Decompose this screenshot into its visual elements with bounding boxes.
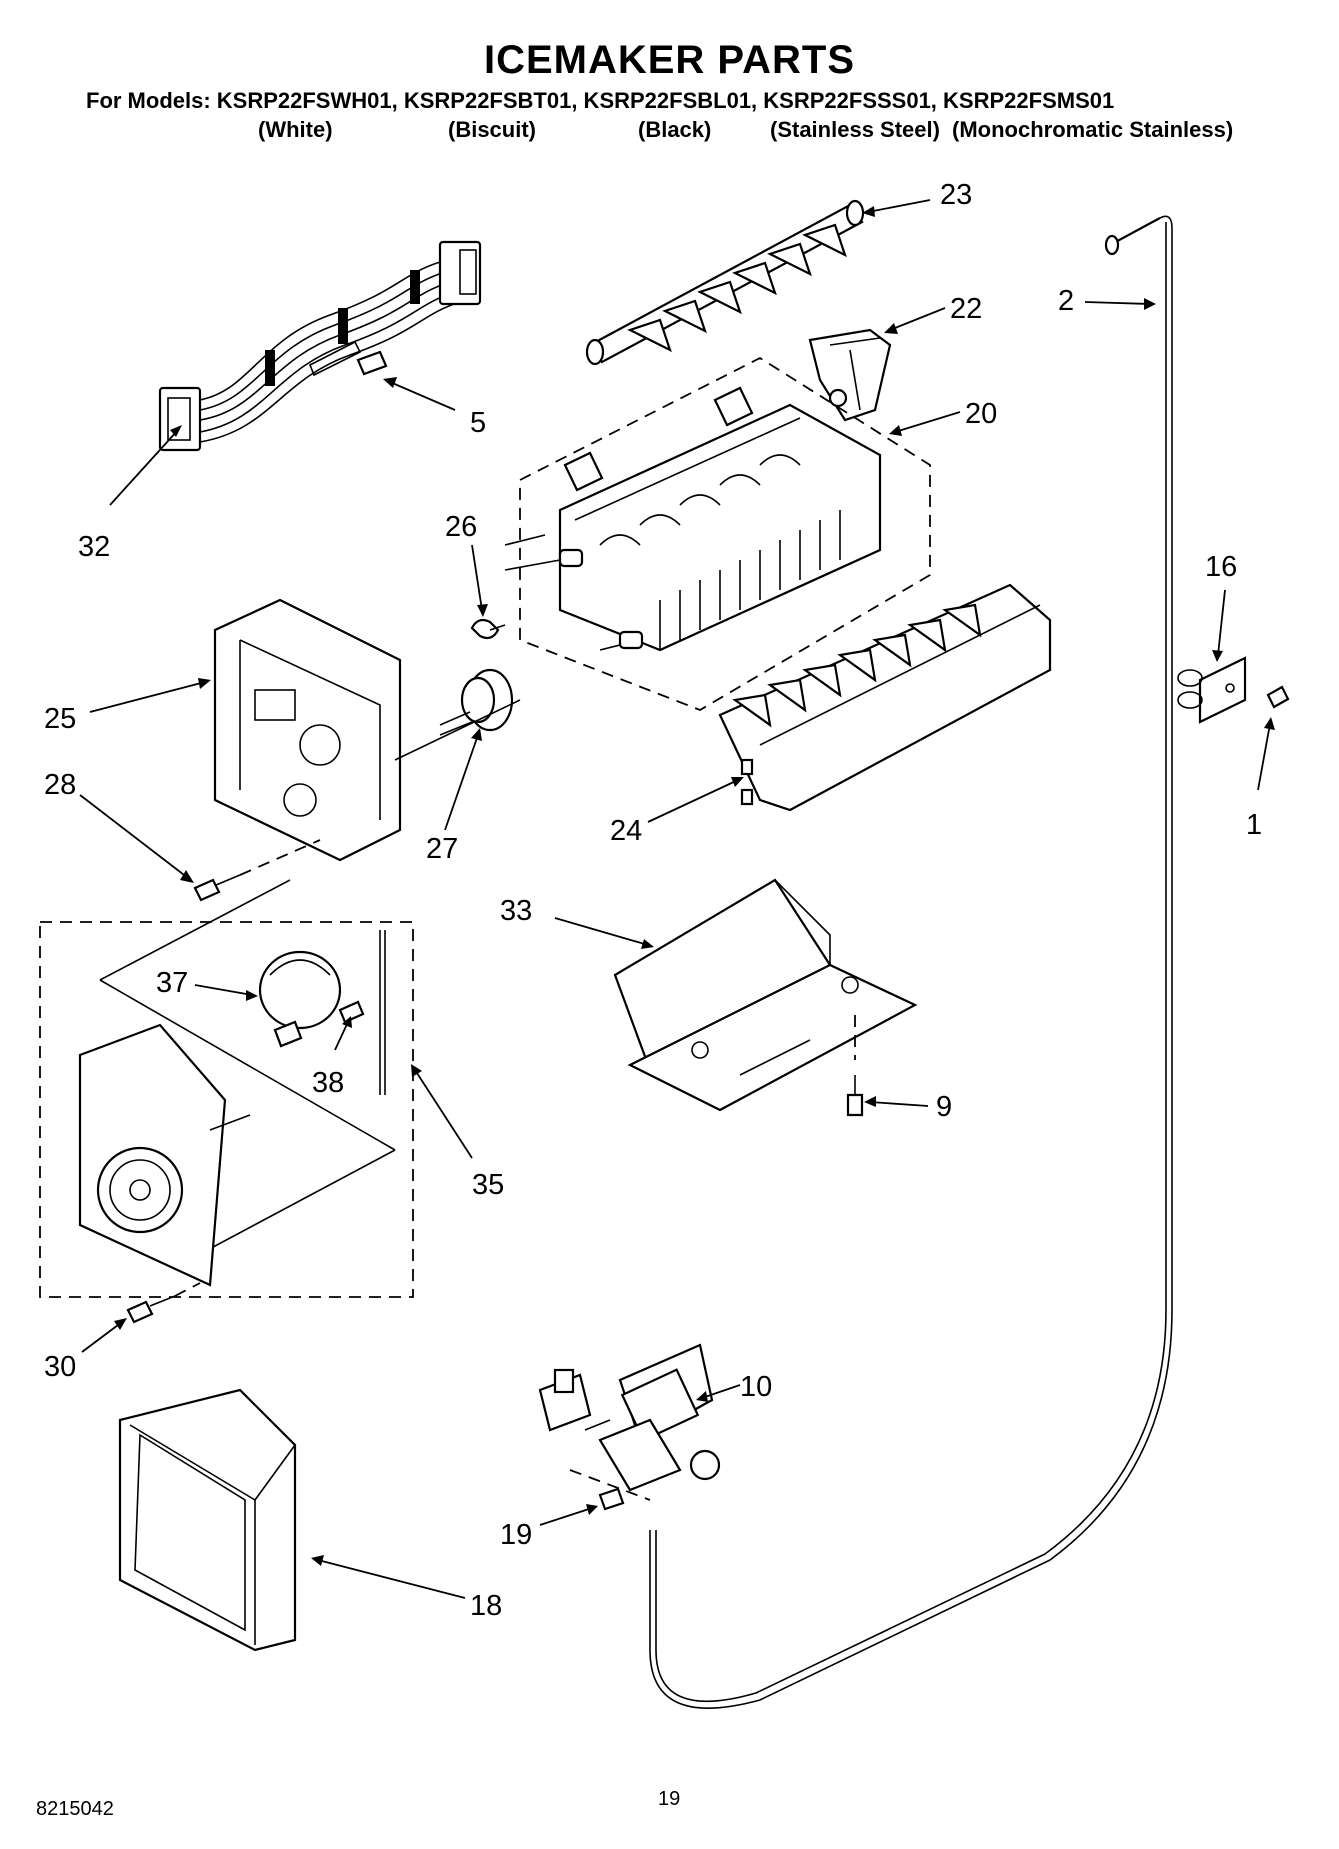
callout-22: 22 <box>950 293 982 325</box>
callout-30-leader <box>81 1321 123 1353</box>
callout-20-leader <box>894 411 961 433</box>
callout-9-leader <box>869 1101 929 1107</box>
part-27-thermostat <box>439 668 514 736</box>
part-23-ejector <box>585 199 865 366</box>
callout-35-leader <box>414 1069 473 1159</box>
callout-20: 20 <box>965 398 997 430</box>
callout-18-leader <box>317 1559 466 1599</box>
callout-10: 10 <box>740 1371 772 1403</box>
part-30-screw <box>126 1282 201 1324</box>
callout-32: 32 <box>78 531 110 563</box>
part-20-mold <box>504 356 931 711</box>
callout-2-leader <box>1084 301 1151 305</box>
callout-35: 35 <box>472 1169 504 1201</box>
part-16-clamp <box>1177 656 1290 724</box>
part-25-housing <box>213 598 521 862</box>
document-number: 8215042 <box>36 1798 114 1820</box>
part-26-clip <box>470 618 506 640</box>
callout-37-leader <box>194 984 253 996</box>
part-19-screw <box>598 1487 625 1511</box>
page-title: ICEMAKER PARTS <box>483 38 856 82</box>
callout-33-leader <box>554 917 649 946</box>
variant-black: (Black) <box>638 117 712 142</box>
callout-10-leader <box>701 1384 741 1399</box>
callout-23: 23 <box>940 179 972 211</box>
callout-1-leader <box>1257 723 1271 791</box>
callout-28: 28 <box>44 769 76 801</box>
callout-37: 37 <box>156 967 188 999</box>
variant-biscuit: (Biscuit) <box>448 117 536 142</box>
callout-16-leader <box>1217 589 1226 656</box>
callout-24: 24 <box>610 815 642 847</box>
callout-30: 30 <box>44 1351 76 1383</box>
callout-38-leader <box>334 1021 349 1051</box>
callout-33: 33 <box>500 895 532 927</box>
callout-16: 16 <box>1205 551 1237 583</box>
page-number: 19 <box>658 1788 681 1810</box>
callout-18: 18 <box>470 1590 502 1622</box>
callout-25: 25 <box>44 703 76 735</box>
callout-2: 2 <box>1058 285 1074 317</box>
callout-27: 27 <box>426 833 458 865</box>
part-24-shroud <box>718 583 1052 812</box>
callout-19: 19 <box>500 1519 532 1551</box>
callout-38: 38 <box>312 1067 344 1099</box>
callout-19-leader <box>539 1507 593 1526</box>
callout-24-leader <box>647 779 739 823</box>
callout-26: 26 <box>445 511 477 543</box>
callout-27-leader <box>444 734 479 831</box>
part-2-fill-tube <box>649 215 1173 1709</box>
callout-1: 1 <box>1246 809 1262 841</box>
callout-25-leader <box>89 681 206 713</box>
callout-23-leader <box>867 199 931 213</box>
variant-stainless-steel: (Stainless Steel) <box>770 117 940 142</box>
callout-5: 5 <box>470 407 486 439</box>
callout-26-leader <box>471 544 483 611</box>
part-33-bracket <box>613 878 918 1112</box>
part-22-cover <box>808 328 892 422</box>
part-38-screw <box>338 1000 365 1024</box>
callout-9: 9 <box>936 1091 952 1123</box>
part-28-screw <box>193 839 321 902</box>
part-18-cover <box>118 1388 297 1652</box>
part-9-screw <box>846 1075 864 1117</box>
callout-32-leader <box>109 429 179 506</box>
part-10-water-valve <box>538 1343 721 1501</box>
variant-white: (White) <box>258 117 333 142</box>
callout-28-leader <box>79 794 189 879</box>
part-35-module <box>39 879 414 1298</box>
part-32-wire-harness <box>158 240 482 452</box>
callout-22-leader <box>889 307 946 331</box>
variant-monochromatic-stainless: (Monochromatic Stainless) <box>952 117 1234 142</box>
callout-5-leader <box>389 381 456 411</box>
models-line: For Models: KSRP22FSWH01, KSRP22FSBT01, … <box>86 88 1115 113</box>
